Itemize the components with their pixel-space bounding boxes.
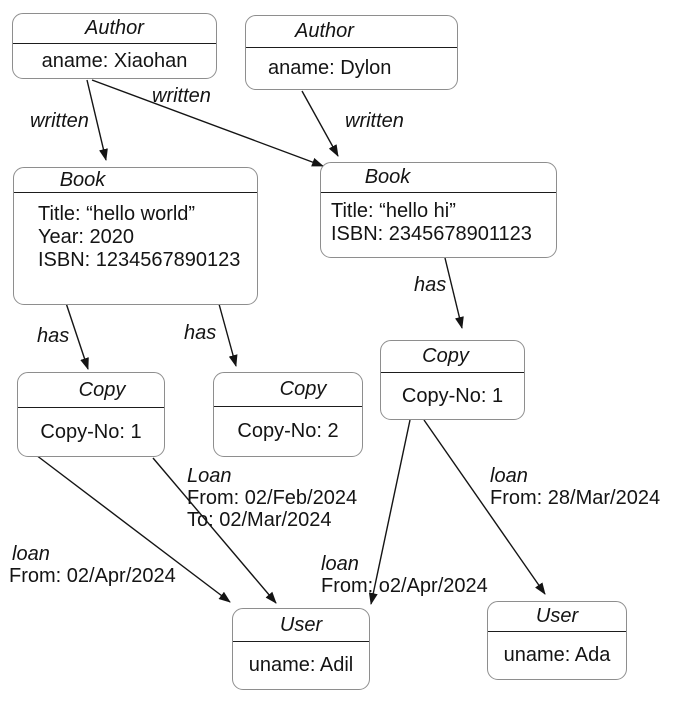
node-attribute: Copy-No: 1 [401, 384, 504, 407]
loan-from-date: From: o2/Apr/2024 [321, 575, 488, 597]
node-book-hello-world: Book Title: “hello world” Year: 2020 ISB… [13, 167, 258, 305]
node-attribute: Title: “hello world” [38, 203, 196, 225]
edge-written-xiaohan-book2 [91, 79, 324, 167]
node-title: Author [13, 14, 216, 44]
edge-label-has-right: has [414, 274, 447, 296]
node-user-ada: User uname: Ada [487, 601, 627, 680]
loan-from-date: From: 02/Feb/2024 [187, 487, 358, 509]
edge-label-has-mid: has [184, 322, 217, 344]
node-book-hello-hi: Book Title: “hello hi” ISBN: 23456789011… [320, 162, 557, 258]
loan-from-date: From: 28/Mar/2024 [490, 487, 661, 509]
node-title: User [488, 602, 626, 632]
node-title: Copy [214, 373, 362, 407]
node-attribute: Title: “hello hi” [331, 200, 456, 222]
node-title: Book [14, 168, 257, 193]
edge-label-written-mid: written [152, 85, 211, 107]
edge-loan-copy3-ada [423, 419, 546, 595]
loan-from-date: From: 02/Apr/2024 [9, 565, 176, 587]
node-attribute: Copy-No: 1 [40, 420, 142, 443]
node-attribute: aname: Dylon [268, 57, 392, 79]
node-author-dylon: Author aname: Dylon [245, 15, 458, 90]
node-copy1-book1: Copy Copy-No: 1 [17, 372, 165, 457]
edge-has-book1-copy1 [65, 302, 89, 370]
node-attribute: ISBN: 2345678901123 [331, 223, 532, 245]
loan-to-date: To: 02/Mar/2024 [187, 509, 332, 531]
edge-label-written-left: written [30, 110, 89, 132]
node-title: Author [246, 16, 457, 48]
node-attribute: ISBN: 1234567890123 [38, 249, 241, 271]
node-copy1-book2: Copy Copy-No: 1 [380, 340, 525, 420]
edge-label-loan-apr: loan From: 02/Apr/2024 [9, 543, 176, 587]
node-attribute: uname: Adil [248, 654, 354, 676]
node-copy2-book1: Copy Copy-No: 2 [213, 372, 363, 457]
edge-has-book1-copy2 [218, 303, 238, 367]
edge-label-loan-o2apr: loan From: o2/Apr/2024 [321, 553, 488, 597]
node-title: Copy [381, 341, 524, 373]
node-attribute: uname: Ada [503, 644, 611, 666]
edge-written-xiaohan-book1 [86, 79, 108, 161]
edge-has-book2-copy3 [444, 257, 464, 329]
edge-loan-copy1-adil-apr [35, 454, 231, 603]
node-user-adil: User uname: Adil [232, 608, 370, 690]
edge-label-loan-mar: loan From: 28/Mar/2024 [490, 465, 661, 509]
edge-loan-copy3-adil [368, 419, 411, 605]
edge-label-written-right: written [345, 110, 404, 132]
node-title: Copy [18, 373, 164, 408]
node-attribute: Copy-No: 2 [237, 420, 339, 442]
edge-label-loan-feb: Loan From: 02/Feb/2024 To: 02/Mar/2024 [187, 465, 358, 531]
node-title: Book [321, 163, 556, 193]
edge-label-has-left: has [37, 325, 70, 347]
node-attribute: aname: Xiaohan [41, 49, 188, 72]
edge-written-dylon-book2 [301, 90, 339, 157]
node-title: User [233, 609, 369, 642]
node-attribute: Year: 2020 [38, 226, 135, 248]
edge-loan-copy1-adil-feb [152, 457, 277, 604]
node-author-xiaohan: Author aname: Xiaohan [12, 13, 217, 79]
